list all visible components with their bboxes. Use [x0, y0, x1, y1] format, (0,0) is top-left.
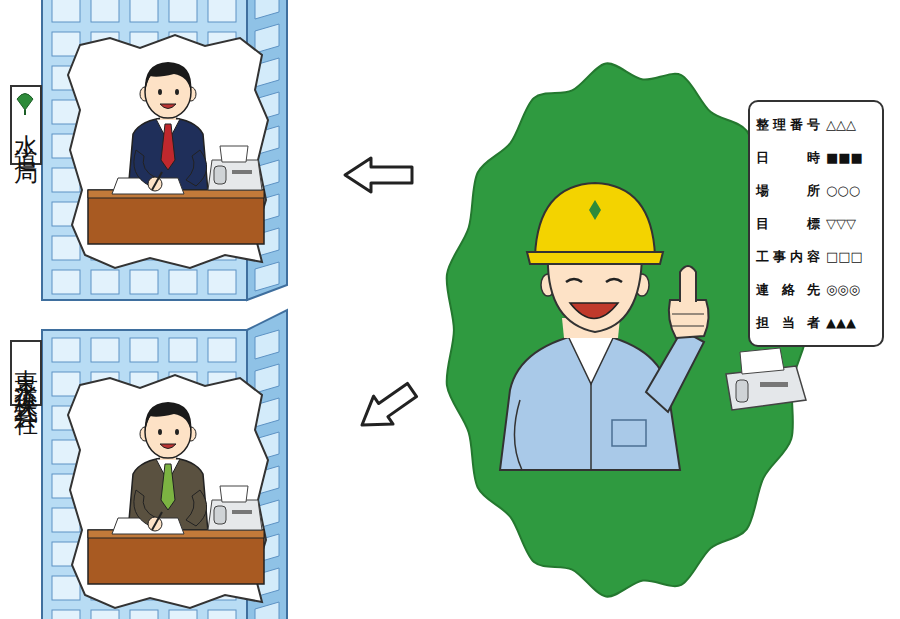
site-worker: [570, 303, 618, 319]
site-worker: [566, 279, 582, 282]
office-building-drawing: [52, 0, 80, 22]
office-building-drawing: [169, 338, 197, 362]
office-building-drawing: [42, 310, 287, 619]
form-field-value: △△△: [826, 108, 876, 141]
office-building-drawing: [68, 35, 268, 268]
office-building-drawing: [91, 610, 119, 619]
ginkgo-mark: [24, 110, 26, 115]
office-building-drawing: [52, 610, 80, 619]
form-field-label: 工事内容: [756, 240, 820, 273]
site-worker: [672, 314, 704, 315]
site-worker: [514, 400, 522, 470]
site-worker: [635, 274, 649, 296]
send-arrow: [362, 383, 417, 425]
office-building-drawing: [68, 375, 268, 608]
office-building-drawing: [52, 32, 80, 56]
form-field-value: ○○○: [826, 174, 876, 207]
office-building-drawing: [169, 270, 197, 294]
office-building-drawing: [42, 0, 287, 300]
site-worker: [680, 266, 696, 302]
fax-machine: [726, 348, 806, 410]
fax-form: 整理番号△△△日時■■■場所○○○目標▽▽▽工事内容□□□連絡先◎◎◎担当者▲▲…: [748, 100, 884, 347]
form-field-value: □□□: [826, 240, 876, 273]
ginkgo-mark: [17, 94, 33, 111]
office-building-drawing: [130, 270, 158, 294]
office-clerk: [88, 402, 264, 584]
site-worker: [590, 384, 592, 470]
office-building-drawing: [91, 338, 119, 362]
site-worker: [646, 330, 704, 412]
office-building-drawing: [169, 0, 197, 22]
site-worker: [548, 252, 642, 332]
office-building-drawing: [208, 610, 236, 619]
office-building-drawing: [255, 24, 279, 53]
fax-machine: [736, 380, 748, 402]
office-building: 東京水道株式会社: [8, 325, 362, 619]
form-field-label: 連絡先: [756, 273, 820, 306]
form-field-value: ▽▽▽: [826, 207, 876, 240]
form-field-value: ■■■: [826, 141, 876, 174]
office-building-drawing: [52, 372, 80, 396]
office-building-drawing: [130, 610, 158, 619]
office-building-drawing: [130, 0, 158, 22]
office-building-drawing: [52, 338, 80, 362]
form-field-label: 目標: [756, 207, 820, 240]
office-building-drawing: [52, 576, 80, 600]
office-clerk: [88, 62, 264, 244]
site-worker: [672, 326, 704, 327]
office-building-drawing: [130, 338, 158, 362]
site-worker: [612, 420, 646, 446]
form-field-label: 日時: [756, 141, 820, 174]
worker-cloud: 整理番号△△△日時■■■場所○○○目標▽▽▽工事内容□□□連絡先◎◎◎担当者▲▲…: [412, 50, 890, 610]
office-building-drawing: [52, 440, 80, 464]
site-worker: [589, 200, 601, 220]
site-worker: [568, 336, 614, 384]
office-building-drawing: [169, 610, 197, 619]
office-building-drawing: [255, 364, 279, 393]
site-worker: [562, 318, 620, 338]
ginkgo-mark: [17, 94, 33, 116]
name-sign: 東京水道株式会社: [10, 340, 42, 406]
site-worker: [541, 274, 555, 296]
form-field-label: 場所: [756, 174, 820, 207]
site-worker: [500, 183, 709, 470]
organization-name: 水道局: [12, 115, 40, 157]
site-worker: [527, 252, 663, 264]
office-building-drawing: [52, 270, 80, 294]
form-field-label: 整理番号: [756, 108, 820, 141]
office-building-drawing: [52, 100, 80, 124]
send-arrow: [345, 158, 412, 192]
fax-machine: [760, 382, 788, 387]
site-worker: [535, 183, 655, 256]
site-worker: [606, 279, 622, 282]
office-building-drawing: [91, 0, 119, 22]
office-building-drawing: [255, 602, 279, 619]
site-worker: [500, 332, 680, 470]
name-sign: 水道局: [10, 85, 42, 165]
office-building-drawing: [208, 0, 236, 22]
organization-name: 東京水道株式会社: [12, 350, 40, 398]
office-building-drawing: [208, 338, 236, 362]
site-worker: [669, 300, 709, 338]
office-building-drawing: [255, 330, 279, 359]
office-building: 水道局: [8, 0, 345, 300]
office-building-drawing: [91, 270, 119, 294]
office-building-drawing: [52, 236, 80, 260]
form-field-label: 担当者: [756, 306, 820, 339]
office-building-drawing: [208, 270, 236, 294]
fax-machine: [726, 366, 806, 410]
office-building-drawing: [255, 262, 279, 291]
office-building-drawing: [255, 0, 279, 19]
fax-machine: [740, 348, 784, 374]
form-field-value: ◎◎◎: [826, 273, 876, 306]
form-field-value: ▲▲▲: [826, 306, 876, 339]
